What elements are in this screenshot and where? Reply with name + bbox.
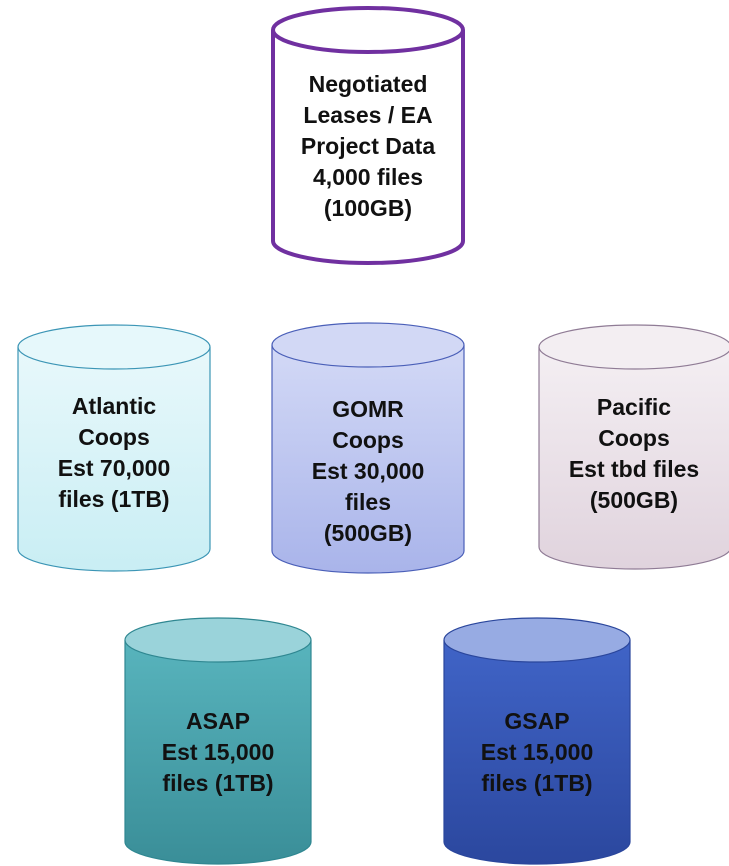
cylinder-gsap	[443, 617, 631, 865]
label-line: files (1TB)	[481, 769, 593, 796]
label-line: files (1TB)	[58, 486, 170, 512]
label-line: Coops	[598, 425, 670, 451]
label-line: Coops	[332, 426, 404, 453]
label-line: (500GB)	[323, 519, 413, 546]
label-line: 4,000 files	[313, 164, 423, 190]
cylinder-pacific	[538, 324, 729, 570]
pacific-label: Pacific Coops Est tbd files (500GB)	[539, 369, 729, 539]
label-line: Est tbd files	[568, 456, 700, 482]
cylinder-gomr	[271, 322, 465, 574]
gsap-label: GSAP Est 15,000 files (1TB)	[444, 662, 630, 842]
asap-label: ASAP Est 15,000 files (1TB)	[125, 662, 311, 842]
cylinder-asap	[124, 617, 312, 865]
cylinder-body	[124, 640, 312, 865]
cylinder-top	[271, 322, 465, 368]
label-line: Est 70,000	[57, 455, 171, 481]
label-line: ASAP	[186, 707, 250, 734]
label-line: GSAP	[504, 707, 570, 734]
cylinder-body	[17, 347, 211, 572]
label-line: Leases / EA	[303, 102, 433, 128]
cylinder-body	[271, 30, 465, 265]
label-line: Coops	[78, 424, 150, 450]
cylinder-top	[538, 324, 729, 370]
label-line: Pacific	[596, 394, 672, 420]
label-line: (500GB)	[589, 487, 679, 513]
atlantic-label: Atlantic Coops Est 70,000 files (1TB)	[18, 369, 210, 537]
label-line: Project Data	[300, 133, 436, 159]
label-line: (100GB)	[323, 195, 413, 221]
label-line: Est 15,000	[480, 738, 594, 765]
cylinder-body	[443, 640, 631, 865]
cylinder-top	[443, 617, 631, 663]
label-line: Est 15,000	[161, 738, 275, 765]
gomr-label: GOMR Coops Est 30,000 files (500GB)	[272, 369, 464, 573]
negotiated-label: Negotiated Leases / EA Project Data 4,00…	[273, 52, 463, 241]
cylinder-body	[538, 347, 729, 570]
label-line: Negotiated	[308, 71, 428, 97]
label-line: GOMR	[332, 395, 404, 422]
label-line: Atlantic	[71, 393, 157, 419]
label-line: files (1TB)	[162, 769, 274, 796]
cylinder-negotiated	[271, 6, 465, 265]
cylinder-top	[17, 324, 211, 370]
cylinder-atlantic	[17, 324, 211, 572]
cylinder-top	[271, 6, 465, 54]
cylinder-top	[124, 617, 312, 663]
cylinder-body	[271, 345, 465, 574]
label-line: files	[344, 488, 392, 515]
label-line: Est 30,000	[311, 457, 425, 484]
